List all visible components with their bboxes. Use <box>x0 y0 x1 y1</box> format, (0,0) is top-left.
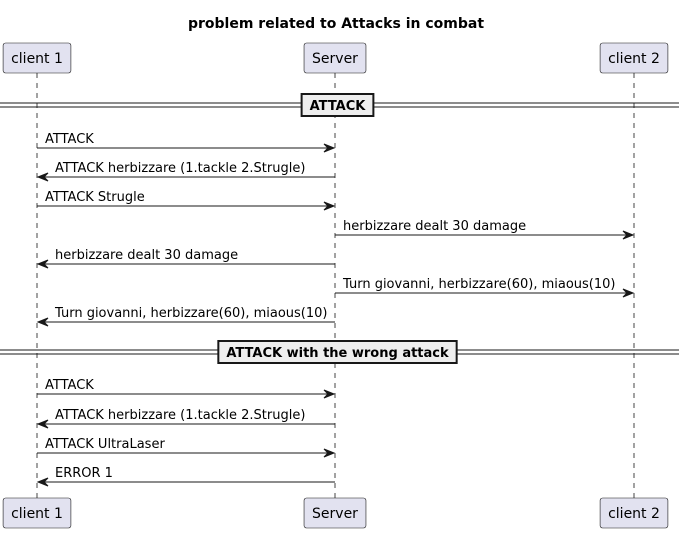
arrowhead <box>323 389 336 399</box>
participant-box <box>599 497 669 529</box>
message-arrow: ATTACK <box>37 132 336 153</box>
message-arrow: ATTACK <box>37 378 336 399</box>
arrowhead <box>36 419 49 429</box>
participant-server-top: Server <box>303 42 367 74</box>
message-arrow: ATTACK Strugle <box>37 190 336 211</box>
section-label: ATTACK <box>310 99 367 114</box>
message-label: ATTACK Strugle <box>45 190 145 205</box>
message-arrow: ERROR 1 <box>36 466 335 487</box>
section-label-box <box>300 93 375 117</box>
message-arrow: ATTACK UltraLaser <box>37 437 336 458</box>
message-label: herbizzare dealt 30 damage <box>343 219 526 234</box>
participant-label: client 2 <box>608 506 660 522</box>
participant-box <box>303 42 367 74</box>
participant-box <box>303 497 367 529</box>
message-arrow: ATTACK herbizzare (1.tackle 2.Strugle) <box>36 161 335 182</box>
message-arrow: Turn giovanni, herbizzare(60), miaous(10… <box>335 277 635 298</box>
arrowhead <box>36 259 49 269</box>
participant-client-1-bottom: client 1 <box>2 497 72 529</box>
participant-label: Server <box>312 51 358 67</box>
message-label: Turn giovanni, herbizzare(60), miaous(10… <box>342 277 616 292</box>
message-label: ATTACK <box>45 378 94 393</box>
section-divider-attack-with-the-wrong-attack: ATTACK with the wrong attack <box>0 340 679 364</box>
message-arrow: herbizzare dealt 30 damage <box>335 219 635 240</box>
participant-label: client 1 <box>11 506 63 522</box>
participant-box <box>2 42 72 74</box>
message-label: ATTACK UltraLaser <box>45 437 165 452</box>
message-label: ATTACK <box>45 132 94 147</box>
arrowhead <box>622 288 635 298</box>
participant-client-1-top: client 1 <box>2 42 72 74</box>
message-arrow: herbizzare dealt 30 damage <box>36 248 335 269</box>
arrowhead <box>323 448 336 458</box>
diagram-title: problem related to Attacks in combat <box>188 16 484 32</box>
arrowhead <box>36 317 49 327</box>
message-label: ATTACK herbizzare (1.tackle 2.Strugle) <box>55 161 305 176</box>
message-label: ERROR 1 <box>55 466 113 481</box>
participant-label: client 1 <box>11 51 63 67</box>
arrowhead <box>323 143 336 153</box>
message-arrow: Turn giovanni, herbizzare(60), miaous(10… <box>36 306 335 327</box>
participant-box <box>2 497 72 529</box>
arrowhead <box>36 172 49 182</box>
participant-client-2-top: client 2 <box>599 42 669 74</box>
section-label: ATTACK with the wrong attack <box>226 346 449 361</box>
message-label: herbizzare dealt 30 damage <box>55 248 238 263</box>
arrowhead <box>622 230 635 240</box>
participant-box <box>599 42 669 74</box>
participant-label: client 2 <box>608 51 660 67</box>
participant-label: Server <box>312 506 358 522</box>
message-label: Turn giovanni, herbizzare(60), miaous(10… <box>54 306 328 321</box>
section-divider-attack: ATTACK <box>0 93 679 117</box>
arrowhead <box>36 477 49 487</box>
participant-client-2-bottom: client 2 <box>599 497 669 529</box>
section-label-box <box>217 340 458 364</box>
message-arrow: ATTACK herbizzare (1.tackle 2.Strugle) <box>36 408 335 429</box>
message-label: ATTACK herbizzare (1.tackle 2.Strugle) <box>55 408 305 423</box>
participant-server-bottom: Server <box>303 497 367 529</box>
arrowhead <box>323 201 336 211</box>
